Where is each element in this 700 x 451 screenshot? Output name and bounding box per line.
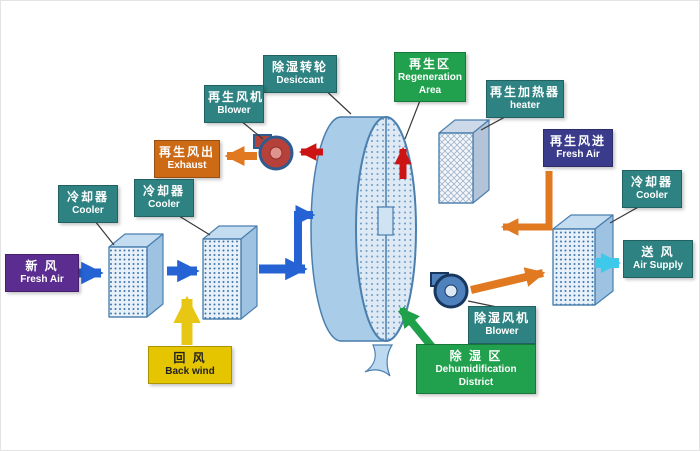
label-regen-fresh-air: 再生风进 Fresh Air — [543, 129, 613, 167]
label-back-wind: 回 风 Back wind — [148, 346, 232, 384]
label-back-wind-en: Back wind — [165, 366, 215, 377]
label-dehum-blower: 除湿风机 Blower — [468, 306, 536, 344]
label-air-supply: 送 风 Air Supply — [623, 240, 693, 278]
label-air-supply-en: Air Supply — [632, 260, 683, 271]
label-cooler-left-2: 冷却器 Cooler — [134, 179, 194, 217]
label-cooler-l2-zh: 冷却器 — [142, 184, 185, 198]
label-regen-heater-zh: 再生加热器 — [490, 85, 561, 99]
label-fresh-air-zh: 新 风 — [25, 259, 59, 273]
label-cooler-l1-en: Cooler — [72, 205, 104, 216]
label-dehum-district: 除 湿 区 Dehumidification District — [416, 344, 536, 394]
label-regen-area-en: Regeneration Area — [398, 72, 462, 96]
label-cooler-l2-en: Cooler — [148, 199, 180, 210]
label-dehum-blower-zh: 除湿风机 — [473, 311, 530, 325]
arrow-regen-air-to-heater — [500, 171, 553, 236]
wheel-hub — [377, 206, 394, 236]
label-dehum-district-zh: 除 湿 区 — [449, 349, 503, 363]
label-desiccant-en: Desiccant — [276, 75, 324, 86]
cooler-unit-left-2 — [202, 225, 258, 320]
label-regen-exhaust-zh: 再生风出 — [158, 145, 215, 159]
label-regen-blower: 再生风机 Blower — [204, 85, 264, 123]
label-cooler-r-en: Cooler — [636, 190, 668, 201]
dehum-blower-fan — [430, 272, 469, 309]
label-back-wind-zh: 回 风 — [173, 351, 207, 365]
label-regen-fresh-zh: 再生风进 — [549, 134, 606, 148]
label-regen-blower-zh: 再生风机 — [208, 90, 265, 104]
cooler-unit-left-1 — [108, 233, 164, 318]
label-cooler-right: 冷却器 Cooler — [622, 170, 682, 208]
label-cooler-r-zh: 冷却器 — [630, 175, 673, 189]
wheel-ribbon-decoration — [364, 344, 394, 377]
arrow-cooler2-up-to-wheel — [294, 205, 316, 267]
regen-blower-fan — [253, 134, 294, 171]
label-cooler-l1-zh: 冷却器 — [66, 190, 109, 204]
label-regen-exhaust: 再生风出 Exhaust — [154, 140, 220, 178]
arrow-blower-to-right-cooler — [470, 267, 546, 294]
label-desiccant-zh: 除湿转轮 — [271, 60, 328, 74]
label-fresh-air: 新 风 Fresh Air — [5, 254, 79, 292]
label-desiccant-wheel: 除湿转轮 Desiccant — [263, 55, 337, 93]
label-dehum-district-en: Dehumidification District — [435, 364, 517, 388]
label-regen-heater-en: heater — [509, 100, 540, 111]
label-cooler-left-1: 冷却器 Cooler — [58, 185, 118, 223]
label-regeneration-area: 再生区 Regeneration Area — [394, 52, 466, 102]
label-air-supply-zh: 送 风 — [641, 245, 675, 259]
label-regen-heater: 再生加热器 heater — [486, 80, 564, 118]
label-regen-exhaust-en: Exhaust — [167, 160, 207, 171]
label-regen-area-zh: 再生区 — [408, 57, 451, 71]
label-regen-fresh-en: Fresh Air — [556, 149, 600, 160]
label-regen-blower-en: Blower — [217, 105, 251, 116]
desiccant-wheel — [310, 116, 417, 342]
regen-heater-unit — [438, 119, 490, 204]
label-dehum-blower-en: Blower — [485, 326, 519, 337]
label-fresh-air-en: Fresh Air — [20, 274, 64, 285]
